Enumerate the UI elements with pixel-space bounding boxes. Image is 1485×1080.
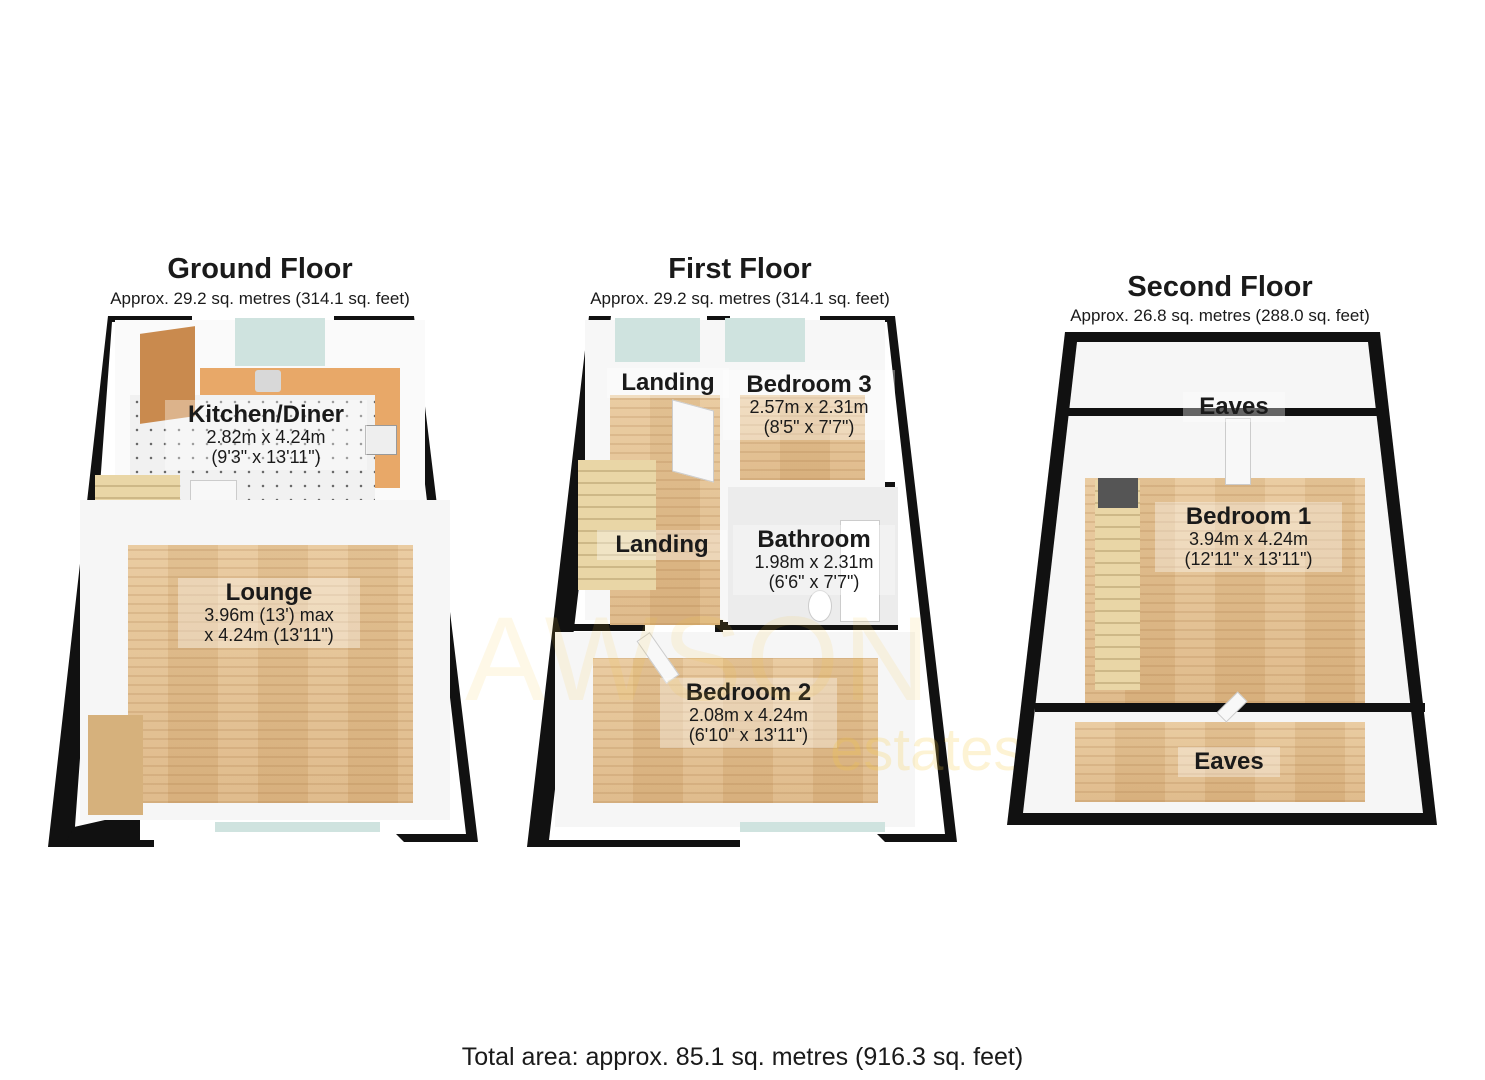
room-label-bathroom: Bathroom 1.98m x 2.31m (6'6" x 7'7") bbox=[733, 525, 895, 595]
bedroom3-window bbox=[725, 318, 805, 362]
room-label-eaves-top: Eaves bbox=[1183, 392, 1285, 423]
floor-title: Second Floor bbox=[1127, 271, 1313, 303]
room-label-eaves-bottom: Eaves bbox=[1178, 747, 1280, 778]
bedroom2-window bbox=[740, 822, 885, 832]
kitchen-window bbox=[235, 318, 325, 366]
floor-title: First Floor bbox=[668, 253, 812, 285]
eaves-floor-bottom bbox=[1075, 722, 1365, 802]
watermark-brand: AWSON bbox=[465, 592, 934, 726]
understairs-cupboard bbox=[88, 715, 143, 815]
room-label-lounge: Lounge 3.96m (13') max x 4.24m (13'11") bbox=[178, 578, 360, 648]
room-label-landing-bottom: Landing bbox=[597, 530, 727, 561]
stair-void bbox=[1098, 478, 1138, 508]
room-label-bedroom3: Bedroom 3 2.57m x 2.31m (8'5" x 7'7") bbox=[723, 370, 895, 440]
room-label-bedroom2: Bedroom 2 2.08m x 4.24m (6'10" x 13'11") bbox=[660, 678, 837, 748]
watermark-sub: estates bbox=[830, 716, 1024, 783]
first-floor-stairs bbox=[578, 460, 656, 590]
lounge-window bbox=[215, 822, 380, 832]
eaves-door-top bbox=[1225, 418, 1251, 485]
hob-icon bbox=[365, 425, 397, 455]
floor-title: Ground Floor bbox=[167, 253, 353, 285]
toilet-icon bbox=[808, 590, 832, 622]
bath-icon bbox=[840, 520, 880, 622]
sink-icon bbox=[255, 370, 281, 392]
floor-area: Approx. 26.8 sq. metres (288.0 sq. feet) bbox=[1070, 306, 1370, 325]
bedroom3-door bbox=[672, 399, 714, 483]
floor-area: Approx. 29.2 sq. metres (314.1 sq. feet) bbox=[590, 289, 890, 308]
lounge-floor bbox=[128, 545, 413, 803]
total-area: Total area: approx. 85.1 sq. metres (916… bbox=[461, 1043, 1024, 1071]
bedroom2-floor bbox=[593, 658, 878, 803]
bedroom3-floor bbox=[740, 395, 865, 480]
landing-window bbox=[615, 318, 700, 362]
floor-area: Approx. 29.2 sq. metres (314.1 sq. feet) bbox=[110, 289, 410, 308]
room-label-bedroom1: Bedroom 1 3.94m x 4.24m (12'11" x 13'11"… bbox=[1155, 502, 1342, 572]
room-label-landing-top: Landing bbox=[607, 368, 729, 399]
room-label-kitchen: Kitchen/Diner 2.82m x 4.24m (9'3" x 13'1… bbox=[165, 400, 367, 470]
second-floor-stairs bbox=[1095, 480, 1140, 690]
